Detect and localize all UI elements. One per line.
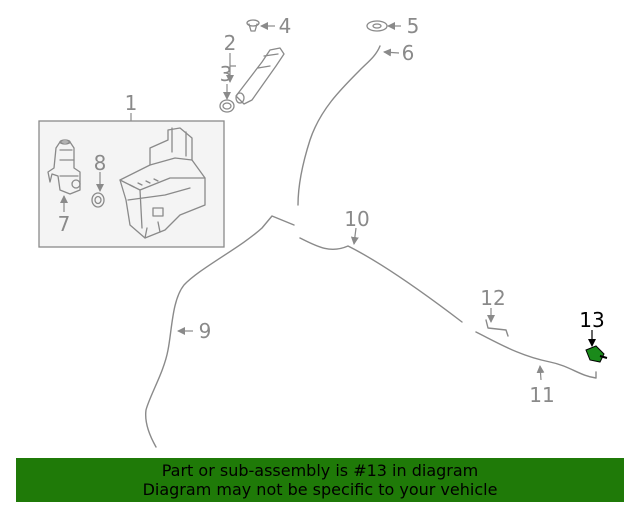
callout-1: 1 — [125, 91, 138, 115]
rear-hose[interactable] — [475, 331, 597, 379]
banner-line-part: Part or sub-assembly is #13 in diagram — [161, 461, 479, 480]
washer-reservoir[interactable] — [119, 127, 206, 239]
info-banner: Part or sub-assembly is #13 in diagram D… — [16, 458, 624, 502]
washer-nozzle-highlight[interactable] — [585, 345, 608, 363]
front-hose[interactable] — [144, 215, 295, 448]
banner-line-disclaimer: Diagram may not be specific to your vehi… — [142, 480, 498, 499]
callout-12: 12 — [480, 286, 505, 310]
hose-grommet[interactable] — [366, 20, 388, 32]
callout-3: 3 — [220, 62, 233, 86]
callout-5: 5 — [407, 14, 420, 38]
callout-8: 8 — [94, 151, 107, 175]
middle-hose[interactable] — [299, 237, 463, 323]
callout-10: 10 — [344, 207, 369, 231]
retaining-clip[interactable] — [246, 19, 260, 32]
pump-grommet[interactable] — [91, 192, 105, 208]
callout-11: 11 — [529, 383, 554, 407]
callout-13: 13 — [579, 308, 604, 332]
callout-4: 4 — [279, 14, 292, 38]
callout-9: 9 — [199, 319, 212, 343]
filler-neck[interactable] — [235, 47, 285, 105]
washer-pump[interactable] — [47, 139, 81, 195]
filler-seal[interactable] — [219, 99, 235, 113]
callout-7: 7 — [58, 212, 71, 236]
parts-diagram: 1 2 3 4 5 6 7 8 9 10 11 12 13 — [38, 14, 608, 448]
callout-6: 6 — [402, 41, 415, 65]
callout-2: 2 — [224, 31, 237, 55]
upper-hose[interactable] — [297, 45, 381, 206]
leader-lines — [60, 22, 596, 381]
hose-connector[interactable] — [485, 319, 509, 337]
